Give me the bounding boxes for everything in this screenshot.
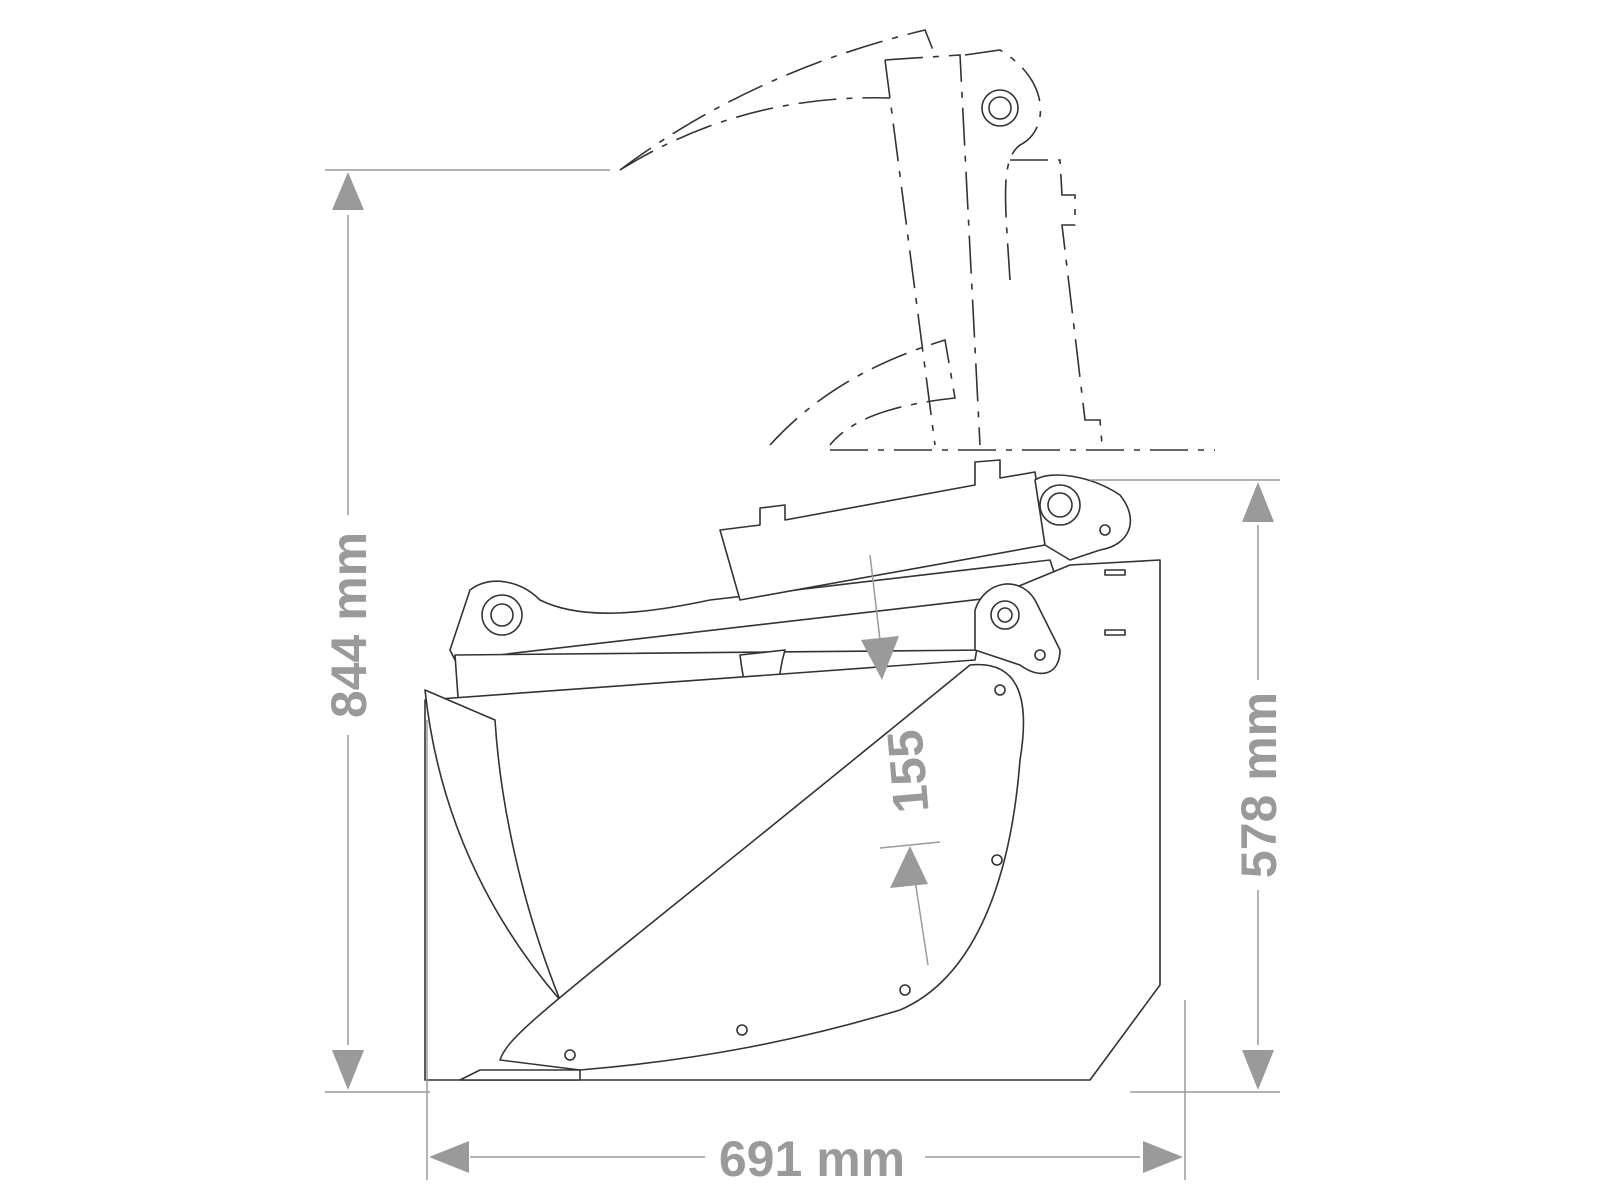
- dimension-width: 691 mm: [426, 720, 1186, 1187]
- dimension-label-tine-gap: 155: [877, 727, 940, 815]
- open-grapple-outline: [619, 29, 1215, 451]
- dimension-label-width: 691 mm: [719, 1131, 905, 1187]
- dimension-label-bucket-height: 578 mm: [1231, 692, 1287, 878]
- dimension-bucket-height: 578 mm: [1090, 479, 1287, 1093]
- dimension-tine-gap: 155: [861, 554, 941, 966]
- dimension-label-total-height: 844 mm: [321, 532, 377, 718]
- bucket-body: [424, 559, 1161, 1081]
- dimension-total-height: 844 mm: [321, 169, 610, 1093]
